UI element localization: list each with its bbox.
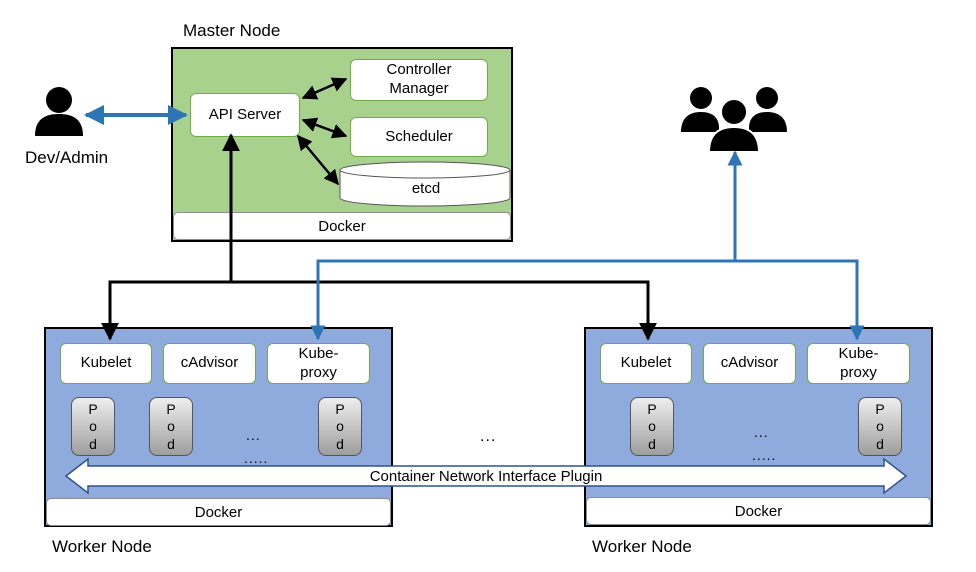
api-server-label: API Server [208, 105, 282, 123]
api-scheduler-arrow [301, 117, 348, 139]
etcd-label: etcd [411, 180, 441, 197]
kube-proxy-users-branches [310, 259, 865, 341]
cadvisor-label-2: cAdvisor [720, 354, 779, 372]
cni-label: Container Network Interface Plugin [370, 468, 603, 485]
worker-docker-bar-2: Docker [586, 497, 931, 525]
etcd-cylinder [339, 161, 511, 207]
scheduler-label: Scheduler [385, 127, 453, 145]
api-kubelet-branches [101, 280, 657, 341]
worker-docker-label-2: Docker [734, 502, 783, 520]
api-server-box: API Server [190, 93, 300, 137]
kube-proxy-label-line1-2: Kube- [838, 344, 879, 362]
pod-1b: P o d [149, 397, 193, 456]
kubelet-label-1: Kubelet [80, 354, 132, 372]
api-etcd-arrow [297, 134, 339, 186]
pod-dots-bottom-1: ..... [244, 450, 269, 466]
cni-double-arrow [64, 457, 908, 495]
master-node-label: Master Node [183, 21, 281, 40]
pod-dots-top-1: ... [246, 427, 261, 443]
kube-proxy-box-1: Kube- proxy [267, 343, 370, 384]
dev-admin-label: Dev/Admin [25, 148, 109, 167]
worker-node-2: Kubelet cAdvisor Kube- proxy P o d P o d… [584, 327, 933, 527]
worker-node-label-1: Worker Node [52, 537, 152, 556]
pod-dots-bottom-2: ..... [752, 447, 777, 463]
cadvisor-box-2: cAdvisor [703, 343, 796, 384]
kube-proxy-label-line2-1: proxy [300, 363, 337, 381]
pod-2a: P o d [630, 397, 674, 456]
pod-1a: P o d [71, 397, 115, 456]
worker-node-label-2: Worker Node [592, 537, 692, 556]
cadvisor-label-1: cAdvisor [180, 354, 239, 372]
scheduler-box: Scheduler [350, 117, 488, 157]
kubelet-box-2: Kubelet [600, 343, 692, 384]
worker-docker-label-1: Docker [194, 503, 243, 521]
kube-proxy-label-line2-2: proxy [840, 363, 877, 381]
person-icon [35, 87, 83, 136]
worker-docker-bar-1: Docker [46, 498, 391, 526]
controller-manager-label-line1: Controller [386, 61, 452, 79]
controller-manager-label-line2: Manager [389, 80, 449, 97]
pod-2b: P o d [858, 397, 902, 456]
controller-manager-box: Controller Manager [350, 59, 488, 101]
kube-proxy-box-2: Kube- proxy [807, 343, 910, 384]
between-workers-dots: ... [480, 428, 497, 445]
pod-dots-top-2: ... [754, 424, 769, 440]
users-group-icon [681, 87, 787, 152]
master-docker-label: Docker [318, 217, 366, 235]
worker-node-1: Kubelet cAdvisor Kube- proxy P o d P o d… [44, 327, 393, 527]
master-docker-bar: Docker [173, 212, 511, 240]
cadvisor-box-1: cAdvisor [163, 343, 256, 384]
pod-1c: P o d [318, 397, 362, 456]
kube-proxy-label-line1-1: Kube- [298, 344, 339, 362]
kubelet-box-1: Kubelet [60, 343, 152, 384]
api-controller-arrow [301, 77, 348, 100]
kubelet-label-2: Kubelet [620, 354, 672, 372]
